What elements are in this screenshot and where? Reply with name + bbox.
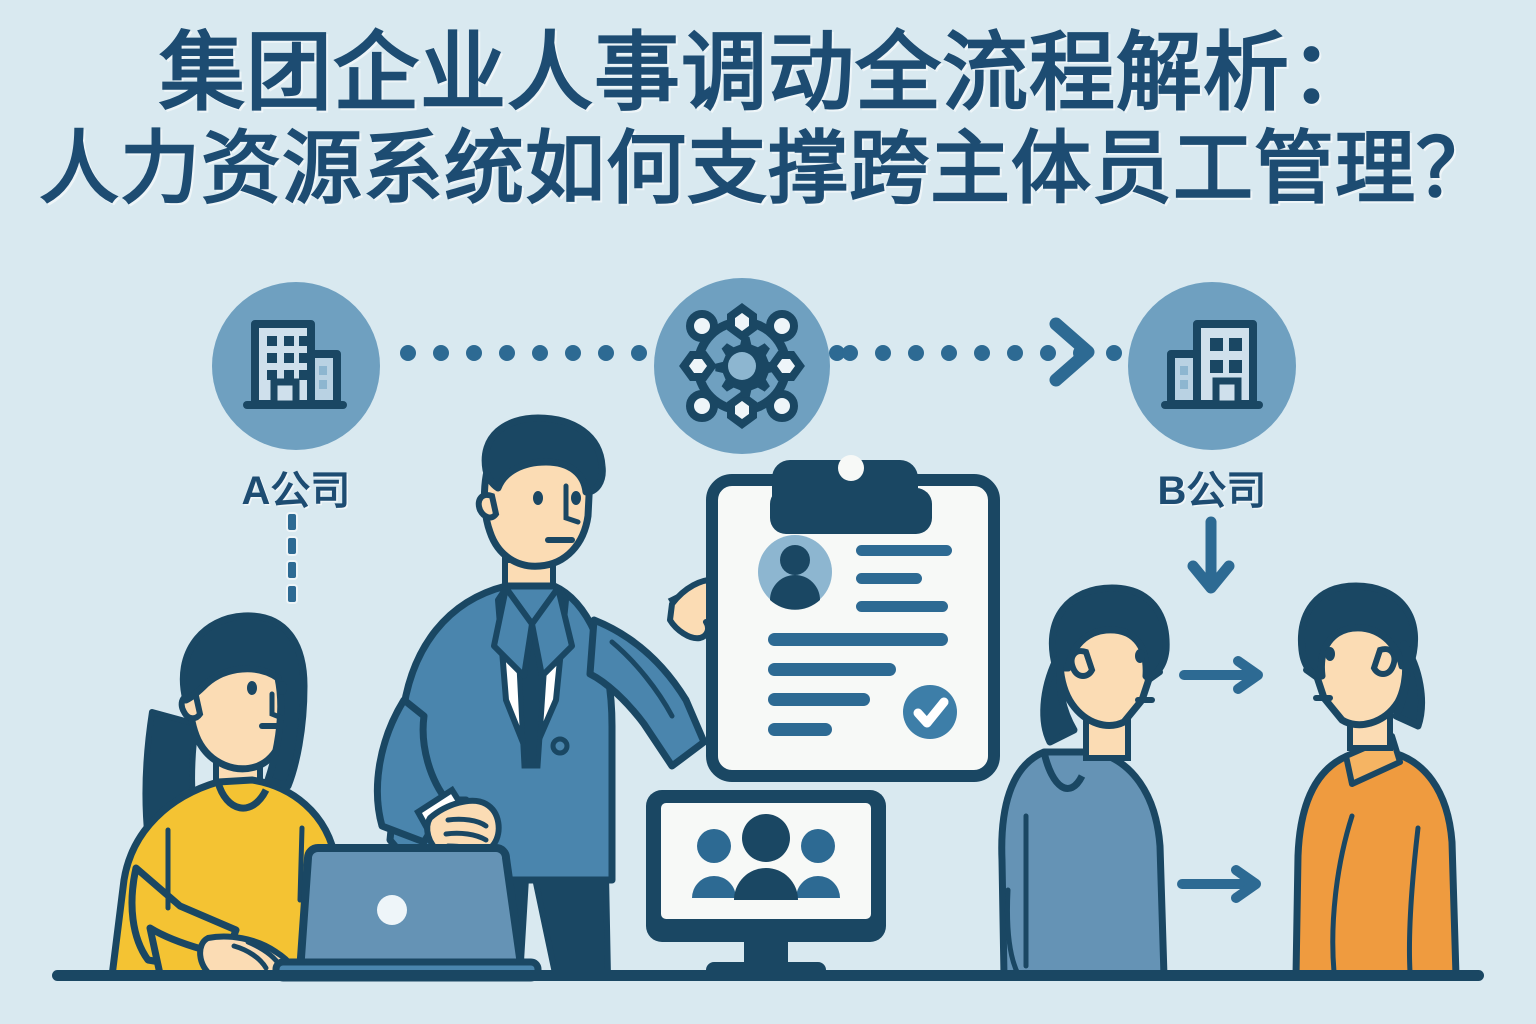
handoff-arrow-lower[interactable] <box>1177 864 1264 904</box>
flow-node-company-b <box>1128 282 1296 450</box>
flow-node-company-a <box>212 282 380 450</box>
title-line-1: 集团企业人事调动全流程解析： <box>159 25 1377 121</box>
chevron-right-icon <box>1049 317 1095 387</box>
page-title: 集团企业人事调动全流程解析： 人力资源系统如何支撑跨主体员工管理？ <box>0 25 1536 214</box>
group-of-people-icon <box>692 829 840 898</box>
flow-node-company-b-label: B公司 <box>1157 469 1267 513</box>
check-circle-icon <box>903 685 957 739</box>
office-building-icon <box>243 320 347 409</box>
flow-vertical-dashes-a <box>288 514 296 610</box>
employee-record-clipboard <box>706 455 1000 782</box>
figure-receiving-manager <box>998 584 1170 980</box>
flow-node-company-a-label: A公司 <box>241 469 351 513</box>
title-line-2: 人力资源系统如何支撑跨主体员工管理？ <box>39 124 1497 214</box>
handoff-arrow-upper[interactable] <box>1179 655 1266 695</box>
team-monitor <box>646 790 886 978</box>
arrow-down-icon <box>1187 516 1235 594</box>
gear-network-icon <box>679 303 805 429</box>
flow-node-hr-system <box>654 278 830 454</box>
figure-hr-manager-presenting <box>373 414 776 981</box>
office-building-icon <box>1161 320 1263 409</box>
figure-transferred-employee <box>1292 582 1460 980</box>
